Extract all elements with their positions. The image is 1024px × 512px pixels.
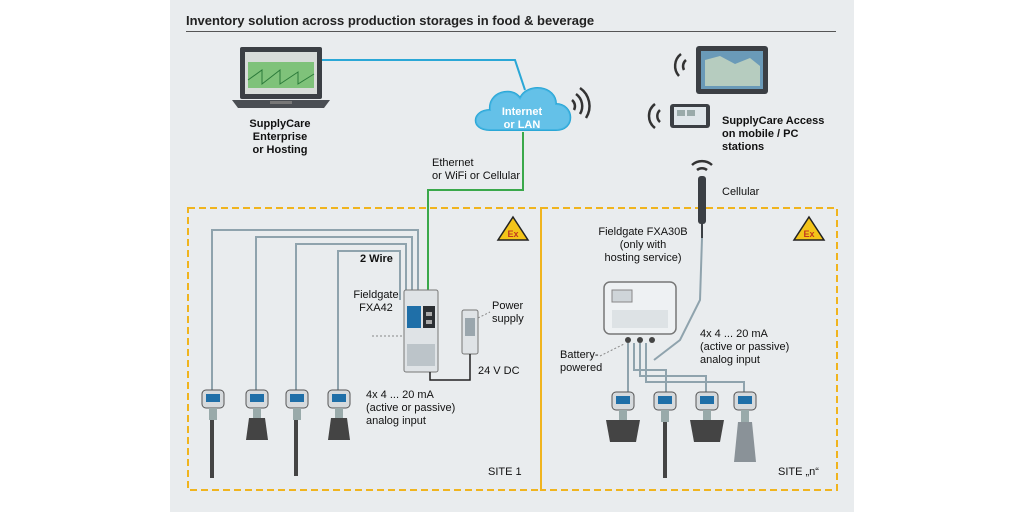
battery-pointer xyxy=(599,343,625,357)
ethernet-link-line xyxy=(427,132,524,290)
svg-text:Ex: Ex xyxy=(803,229,814,239)
antenna-wifi-icon xyxy=(691,160,713,172)
radar-sensor-icon xyxy=(201,389,225,478)
power-line xyxy=(429,354,471,381)
ex-warning-icon: Ex xyxy=(792,215,826,241)
rod-sensor-icon xyxy=(653,391,677,478)
laptop-icon xyxy=(232,47,330,108)
fxa42-device xyxy=(403,289,439,373)
site-n-box xyxy=(540,207,838,491)
site1-analog-label: 4x 4 ... 20 mA (active or passive) analo… xyxy=(366,389,456,427)
site1-cables xyxy=(211,229,419,395)
rod-sensor-icon xyxy=(285,389,309,476)
power-supply-label: Power supply xyxy=(492,300,524,325)
title-divider xyxy=(186,31,836,32)
tablet-wifi-icon xyxy=(673,53,687,77)
cloud-label: Internet or LAN xyxy=(501,106,543,131)
radar-sensor-icon xyxy=(327,389,351,440)
cellular-label: Cellular xyxy=(722,186,760,198)
power-supply-device xyxy=(461,309,479,355)
fxa42-label: Fieldgate FXA42 xyxy=(353,289,399,314)
two-wire-label: 2 Wire xyxy=(360,253,393,265)
diagram-title: Inventory solution across production sto… xyxy=(186,13,595,28)
site-n-analog-label: 4x 4 ... 20 mA (active or passive) analo… xyxy=(700,328,790,366)
antenna-icon xyxy=(698,176,706,238)
rod-sensor-icon xyxy=(733,391,757,462)
radar-sensor-icon xyxy=(606,391,640,442)
site-n-label: SITE „n“ xyxy=(778,466,819,478)
fxa30b-label: Fieldgate FXA30B (only with hosting serv… xyxy=(598,226,688,264)
fxa30b-device xyxy=(603,281,677,343)
radar-sensor-icon xyxy=(690,391,724,442)
power-pointer xyxy=(477,311,491,319)
wifi-icon xyxy=(571,86,591,119)
site1-label: SITE 1 xyxy=(488,466,522,478)
voltage-label: 24 V DC xyxy=(478,365,520,377)
battery-label: Battery- powered xyxy=(560,349,603,374)
site-n-cables xyxy=(627,343,745,392)
ex-warning-icon: Ex xyxy=(496,215,530,241)
phone-icon xyxy=(670,104,710,128)
internet-link-line xyxy=(322,59,526,91)
cloud-icon xyxy=(474,86,572,131)
tablet-icon xyxy=(696,46,768,94)
svg-text:Ex: Ex xyxy=(507,229,518,239)
enterprise-label: SupplyCare Enterprise or Hosting xyxy=(249,118,311,156)
ethernet-label: Ethernet or WiFi or Cellular xyxy=(432,157,521,182)
site-1-box xyxy=(187,207,542,491)
cellular-cable xyxy=(653,237,703,361)
mobile-access-label: SupplyCare Access on mobile / PC station… xyxy=(722,115,825,153)
radar-sensor-icon xyxy=(245,389,269,440)
phone-wifi-icon xyxy=(647,103,661,129)
